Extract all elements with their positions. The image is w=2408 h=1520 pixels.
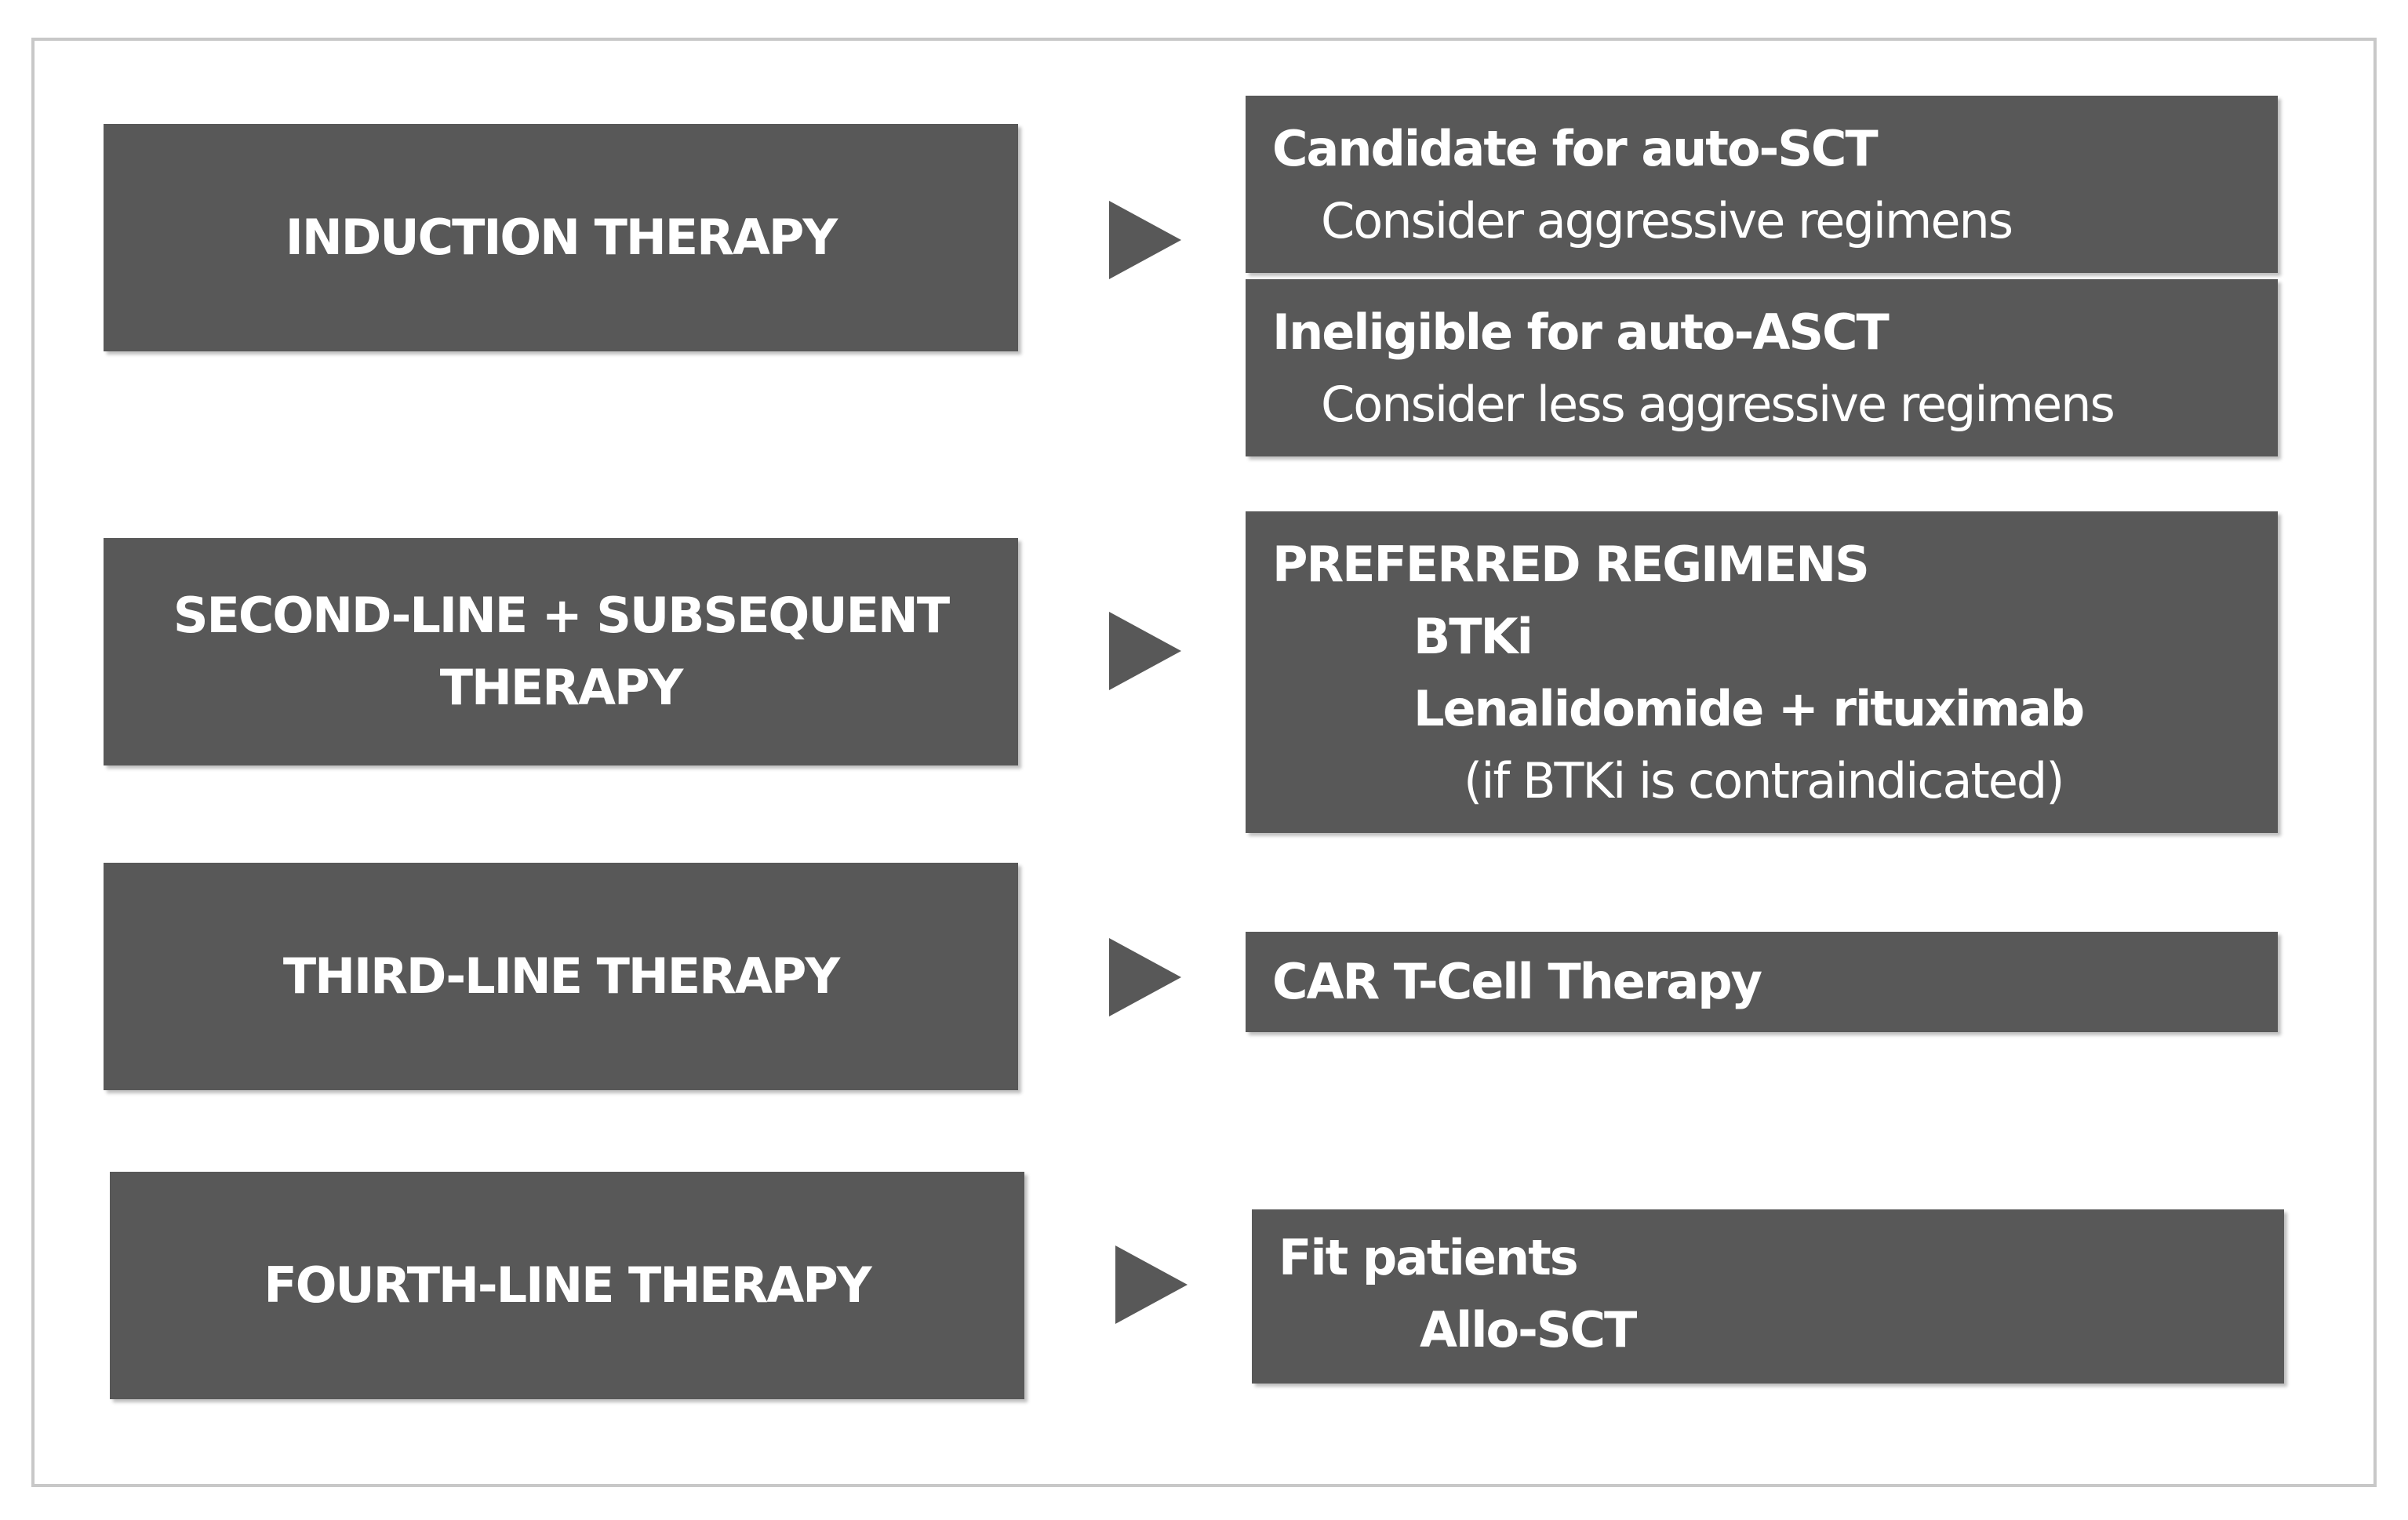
- option-heading: Fit patients: [1279, 1229, 1579, 1286]
- stage-box-second-line: SECOND-LINE + SUBSEQUENT THERAPY: [104, 538, 1018, 765]
- regimen-item: Lenalidomide + rituximab: [1413, 680, 2085, 737]
- option-heading: CAR T-Cell Therapy: [1272, 953, 1762, 1010]
- option-box-fit-patients: Fit patients Allo-SCT: [1252, 1209, 2284, 1384]
- arrow-right-icon: [1109, 612, 1181, 690]
- stage-box-induction: INDUCTION THERAPY: [104, 124, 1018, 351]
- stage-label: FOURTH-LINE THERAPY: [264, 1256, 871, 1314]
- option-heading: PREFERRED REGIMENS: [1272, 536, 1870, 593]
- option-box-preferred-regimens: PREFERRED REGIMENS BTKi Lenalidomide + r…: [1246, 511, 2278, 833]
- option-detail: Consider less aggressive regimens: [1321, 376, 2115, 433]
- arrow-right-icon: [1109, 201, 1181, 279]
- option-heading: Candidate for auto-SCT: [1272, 120, 1879, 177]
- option-box-auto-sct-candidate: Candidate for auto-SCT Consider aggressi…: [1246, 96, 2278, 273]
- option-heading: Ineligible for auto-ASCT: [1272, 304, 1890, 361]
- stage-box-fourth-line: FOURTH-LINE THERAPY: [110, 1172, 1024, 1399]
- stage-label: THIRD-LINE THERAPY: [282, 947, 840, 1005]
- stage-label: INDUCTION THERAPY: [285, 209, 838, 266]
- option-box-car-t: CAR T-Cell Therapy: [1246, 932, 2278, 1032]
- stage-label: THERAPY: [439, 659, 684, 716]
- stage-label: SECOND-LINE + SUBSEQUENT: [173, 587, 950, 644]
- regimen-item: Allo-SCT: [1420, 1301, 1637, 1358]
- arrow-right-icon: [1115, 1245, 1188, 1324]
- regimen-item: BTKi: [1413, 608, 1533, 665]
- option-detail: Consider aggressive regimens: [1321, 192, 2013, 249]
- regimen-note: (if BTKi is contraindicated): [1464, 752, 2064, 809]
- option-box-auto-asct-ineligible: Ineligible for auto-ASCT Consider less a…: [1246, 279, 2278, 456]
- arrow-right-icon: [1109, 938, 1181, 1016]
- stage-box-third-line: THIRD-LINE THERAPY: [104, 863, 1018, 1090]
